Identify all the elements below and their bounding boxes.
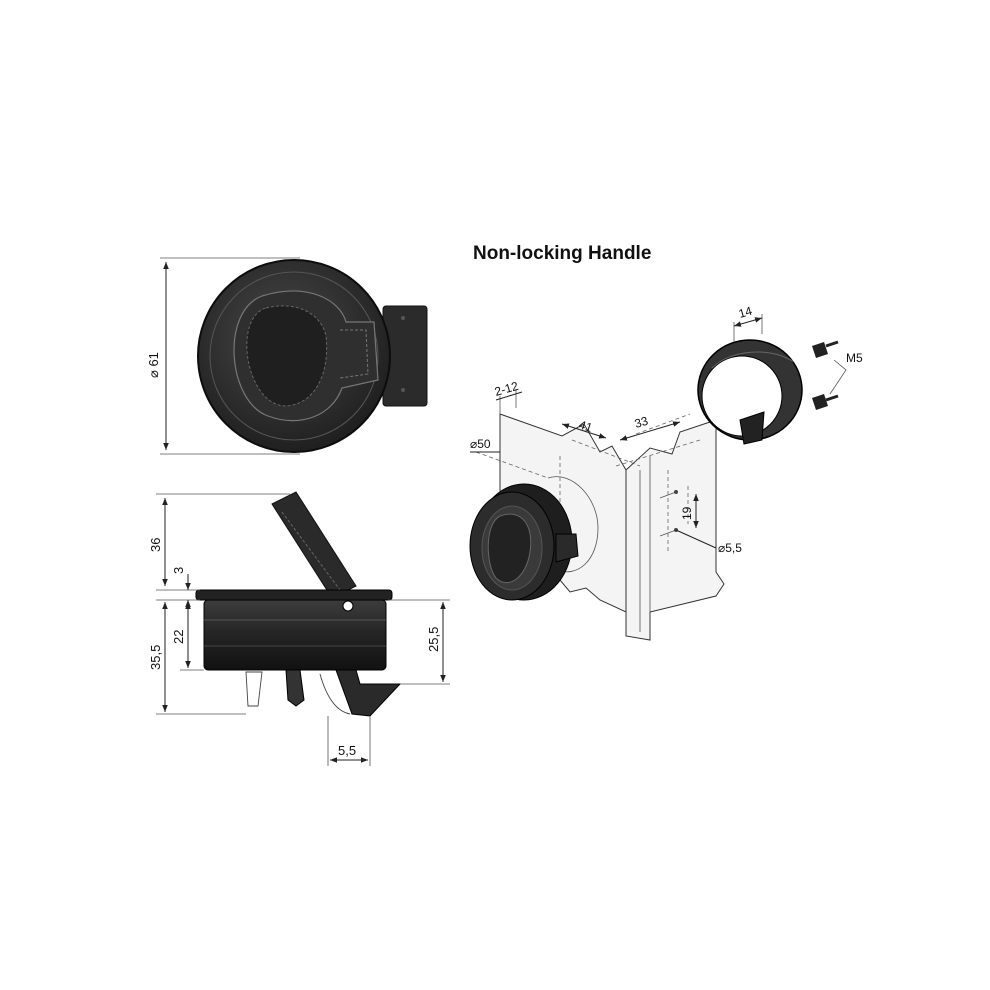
- dim-cutout-offset: 41: [577, 418, 594, 436]
- dim-ring-width: 14: [737, 304, 754, 321]
- isometric-view: 2-12 ⌀50 41 33 19 ⌀5,5: [469, 379, 742, 641]
- dim-hole-diameter: ⌀5,5: [718, 541, 742, 555]
- front-view: ⌀ 61: [146, 257, 428, 455]
- dim-panel-thickness: 2-12: [493, 379, 520, 399]
- dim-front-diameter: ⌀ 61: [146, 352, 161, 378]
- side-flange: [195, 589, 393, 601]
- dim-screw: M5: [846, 351, 863, 365]
- side-view: 36 3 22 35,5 25,5 5,5: [148, 491, 450, 766]
- dim-hole-spacing: 19: [680, 506, 694, 520]
- dim-flange: 3: [171, 567, 186, 574]
- dim-depth: 35,5: [148, 645, 163, 670]
- dim-bracket-offset: 33: [633, 414, 650, 431]
- screw-icon: [812, 340, 839, 358]
- dim-body-height: 22: [171, 630, 186, 644]
- ring-view: 14: [697, 304, 803, 445]
- side-cam: [285, 669, 305, 707]
- title: Non-locking Handle: [473, 243, 651, 264]
- screws: M5: [812, 340, 863, 410]
- dim-cam-width: 5,5: [338, 743, 356, 758]
- dim-cutout-diameter: ⌀50: [470, 437, 491, 451]
- dim-right-height: 25,5: [426, 627, 441, 652]
- side-body: [203, 599, 387, 671]
- dim-total-height: 36: [148, 538, 163, 552]
- screw-icon: [812, 394, 839, 410]
- side-lever: [271, 491, 357, 599]
